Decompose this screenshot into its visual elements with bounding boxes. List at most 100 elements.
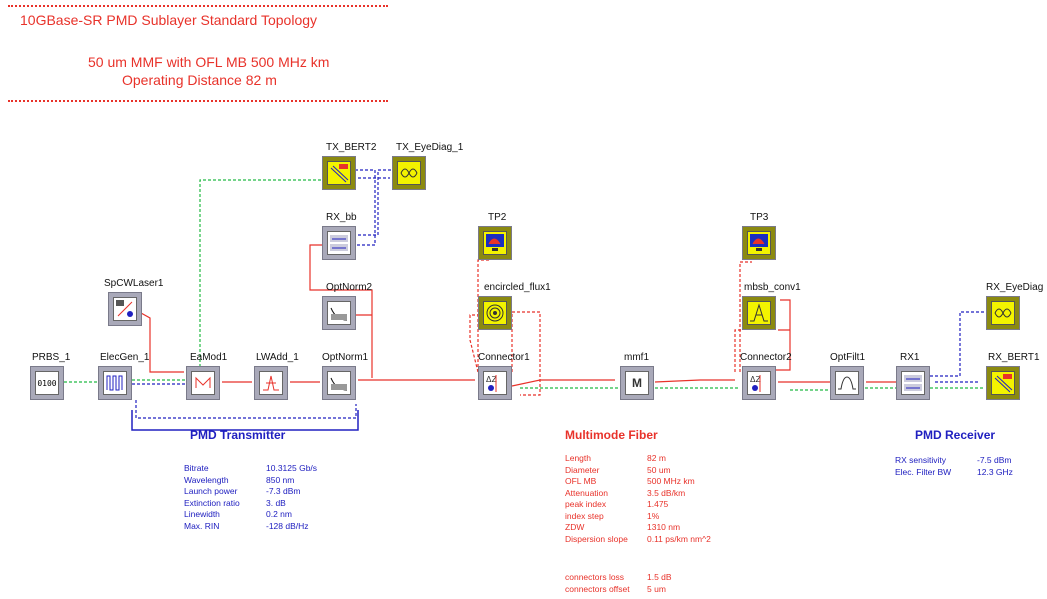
prbs-block[interactable]: 0100 [30, 366, 64, 400]
encircled-flux-label: encircled_flux1 [484, 282, 551, 293]
prbs-label: PRBS_1 [32, 352, 71, 363]
header-bottom-divider [8, 100, 388, 102]
ber-meter-icon [327, 161, 351, 185]
param-key: OFL MB [565, 476, 597, 486]
tap-wires [469, 259, 752, 396]
param-value: 0.11 ps/km nm^2 [647, 533, 711, 544]
tx-eye-block[interactable] [392, 156, 426, 190]
param-value: 82 m [647, 453, 666, 463]
mmf-label: mmf1 [624, 352, 649, 363]
param-key: Dispersion slope [565, 533, 628, 544]
tp3-block[interactable] [742, 226, 776, 260]
param-row: Length 82 m [565, 453, 711, 465]
param-row: connectors loss 1.5 dB [565, 572, 672, 584]
svg-text:ΔZ: ΔZ [750, 375, 761, 384]
lwadd-block[interactable] [254, 366, 288, 400]
param-value: 3. dB [266, 497, 286, 508]
encircled-flux-block[interactable] [478, 296, 512, 330]
optnorm2-label: OptNorm2 [326, 282, 373, 293]
optnorm1-block[interactable] [322, 366, 356, 400]
param-row: Max. RIN-128 dB/Hz [184, 521, 317, 533]
param-row: peak index 1.475 [565, 499, 711, 511]
connector2-block[interactable]: ΔZ [742, 366, 776, 400]
receiver-icon [327, 231, 351, 255]
optfilt-label: OptFilt1 [830, 352, 866, 363]
tx-bert-block[interactable] [322, 156, 356, 190]
mmf-block[interactable]: M [620, 366, 654, 400]
electrical-wires [132, 169, 985, 419]
param-value: -7.5 dBm [977, 455, 1012, 465]
monitor-icon [483, 231, 507, 255]
param-value: 500 MHz km [647, 476, 695, 486]
fiber-title: Multimode Fiber [565, 428, 658, 442]
param-value: 1.475 [647, 499, 669, 509]
diagram-subtitle-fiber: 50 um MMF with OFL MB 500 MHz km [88, 54, 330, 70]
optnorm1-label: OptNorm1 [322, 352, 369, 363]
param-row: Extinction ratio 3. dB [184, 498, 317, 510]
rxbb-block[interactable] [322, 226, 356, 260]
connector-icon: ΔZ [747, 371, 771, 395]
elecgen-block[interactable] [98, 366, 132, 400]
filter-icon [835, 371, 859, 395]
modulator-label: EaMod1 [190, 352, 228, 363]
param-value: 5 um [647, 583, 666, 594]
rx1-block[interactable] [896, 366, 930, 400]
prbs-icon: 0100 [35, 371, 59, 395]
param-row: connectors offset 5 um [565, 584, 672, 596]
param-value: -128 dB/Hz [266, 520, 309, 531]
normalizer-icon [327, 301, 351, 325]
connector-params: connectors loss 1.5 dB connectors offset 5 … [565, 572, 672, 595]
param-key: ZDW [565, 522, 585, 532]
rx-eye-block[interactable] [986, 296, 1020, 330]
param-key: RX sensitivity [895, 455, 947, 465]
mbsb-conv-label: mbsb_conv1 [744, 282, 801, 293]
header-top-divider [8, 5, 388, 7]
receiver-title: PMD Receiver [915, 428, 996, 442]
rxbb-label: RX_bb [326, 212, 357, 223]
param-key: Diameter [565, 464, 600, 475]
param-value: 1% [647, 510, 660, 521]
param-value: 10.3125 Gb/s [266, 463, 318, 473]
elecgen-label: ElecGen_1 [100, 352, 150, 363]
param-row: RX sensitivity -7.5 dBm [895, 455, 1013, 467]
param-key: Length [565, 453, 591, 463]
rx-bert-label: RX_BERT1 [988, 352, 1040, 363]
param-key: peak index [565, 499, 607, 509]
tx-bert-label: TX_BERT2 [326, 142, 377, 153]
param-key: Attenuation [565, 487, 609, 498]
param-key: connectors offset [565, 583, 630, 594]
eye-diagram-icon [991, 301, 1015, 325]
modulator-block[interactable] [186, 366, 220, 400]
svg-text:ΔZ: ΔZ [486, 375, 497, 384]
optnorm2-block[interactable] [322, 296, 356, 330]
rx-bert-block[interactable] [986, 366, 1020, 400]
lwadd-label: LWAdd_1 [256, 352, 299, 363]
param-key: index step [565, 510, 604, 521]
diagram-title: 10GBase-SR PMD Sublayer Standard Topolog… [20, 12, 318, 28]
tp2-block[interactable] [478, 226, 512, 260]
laser-block[interactable] [108, 292, 142, 326]
transmitter-title: PMD Transmitter [190, 428, 286, 442]
mbsb-conv-block[interactable] [742, 296, 776, 330]
laser-icon [113, 297, 137, 321]
modulator-icon [191, 371, 215, 395]
connector1-block[interactable]: ΔZ [478, 366, 512, 400]
param-key: connectors loss [565, 572, 625, 582]
peak-icon [747, 301, 771, 325]
optfilt-block[interactable] [830, 366, 864, 400]
param-value: 1.5 dB [647, 572, 672, 582]
connector-icon: ΔZ [483, 371, 507, 395]
rx1-label: RX1 [900, 352, 920, 363]
monitor-icon [747, 231, 771, 255]
pulse-icon [103, 371, 127, 395]
transmitter-bracket [131, 410, 359, 431]
param-value: 50 um [647, 464, 671, 475]
param-key: Extinction ratio [184, 497, 240, 508]
